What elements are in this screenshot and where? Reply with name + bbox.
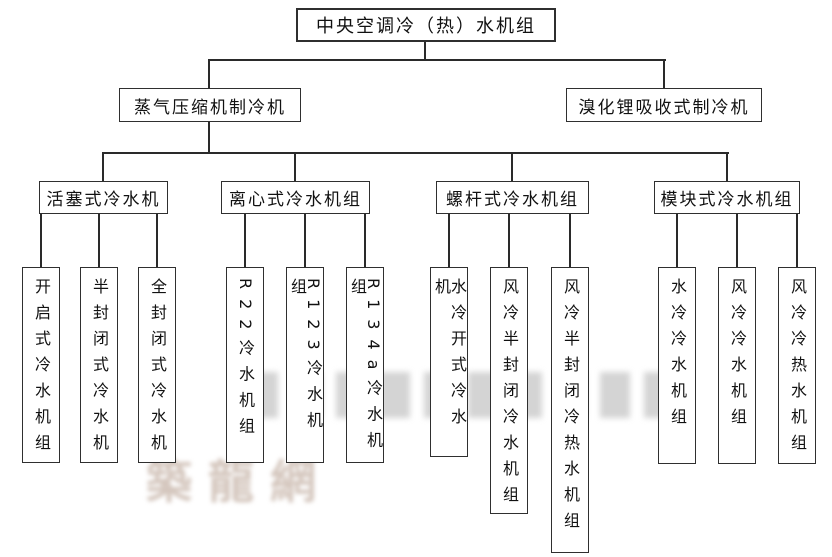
node-piston-chiller: 活塞式冷水机 xyxy=(39,181,168,214)
connector-line xyxy=(208,59,666,61)
node-water-cooled-unit: 水冷冷水机组 xyxy=(658,267,696,464)
connector-line xyxy=(364,214,366,267)
node-r123-chiller: R123冷水机组 xyxy=(286,267,324,463)
connector-line xyxy=(294,153,296,181)
node-air-cooled-semi-hermetic-heat-chiller: 风冷半封闭冷热水机组 xyxy=(551,267,589,553)
node-libr-absorption-refrigerator: 溴化锂吸收式制冷机 xyxy=(566,88,762,122)
connector-line xyxy=(244,214,246,267)
watermark-text: 築龍網 xyxy=(146,455,332,509)
connector-line xyxy=(424,42,426,60)
connector-line xyxy=(98,214,100,267)
node-air-cooled-semi-hermetic-chiller: 风冷半封闭冷水机组 xyxy=(490,267,528,514)
connector-line xyxy=(304,214,306,267)
node-hermetic-chiller: 全封闭式冷水机 xyxy=(138,267,176,463)
node-screw-chiller: 螺杆式冷水机组 xyxy=(436,181,589,214)
node-open-type-chiller: 开启式冷水机组 xyxy=(22,267,60,463)
node-r134a-chiller: R134a冷水机组 xyxy=(346,267,384,463)
connector-line xyxy=(736,214,738,267)
node-centrifugal-chiller: 离心式冷水机组 xyxy=(221,181,370,214)
connector-line xyxy=(508,214,510,267)
connector-line xyxy=(663,60,665,88)
connector-line xyxy=(208,60,210,88)
connector-line xyxy=(102,153,104,181)
node-r22-chiller: R22冷水机组 xyxy=(226,267,264,463)
connector-line xyxy=(796,214,798,267)
connector-line xyxy=(208,122,210,153)
node-water-cooled-open-chiller: 水冷开式冷水机 xyxy=(430,267,468,457)
connector-line xyxy=(569,214,571,267)
connector-line xyxy=(40,214,42,267)
node-modular-chiller: 模块式冷水机组 xyxy=(654,181,800,214)
node-vapor-compression-refrigerator: 蒸气压缩机制冷机 xyxy=(119,88,301,122)
node-central-ac-unit: 中央空调冷（热）水机组 xyxy=(296,8,556,42)
node-air-cooled-heat-unit: 风冷冷热水机组 xyxy=(778,267,816,464)
node-semi-hermetic-chiller: 半封闭式冷水机 xyxy=(80,267,118,463)
connector-line xyxy=(102,152,729,154)
connector-line xyxy=(726,153,728,181)
node-air-cooled-unit: 风冷冷水机组 xyxy=(718,267,756,464)
connector-line xyxy=(448,214,450,267)
connector-line xyxy=(676,214,678,267)
connector-line xyxy=(156,214,158,267)
connector-line xyxy=(511,153,513,181)
